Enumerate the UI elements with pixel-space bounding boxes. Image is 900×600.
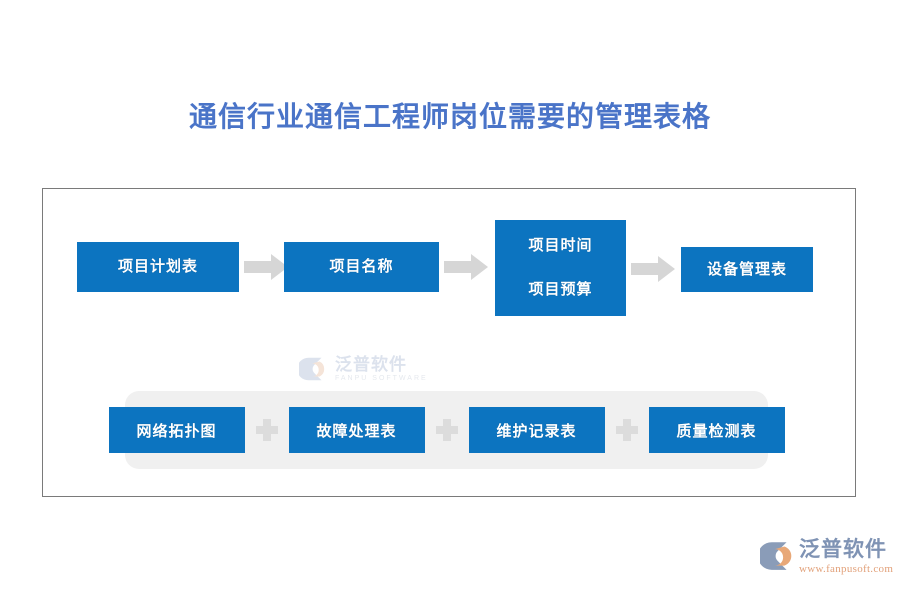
brand-name-cn: 泛普软件 [799, 538, 887, 561]
page-title: 通信行业通信工程师岗位需要的管理表格 [188, 101, 711, 132]
group-node-maintenance-record[interactable]: 维护记录表 [468, 407, 605, 453]
flow-node-equipment-management[interactable]: 设备管理表 [681, 247, 813, 292]
flow-node-label: 项目名称 [329, 258, 394, 275]
group-node-label: 质量检测表 [676, 422, 757, 440]
group-node-label: 维护记录表 [496, 422, 577, 440]
flow-node-label-budget: 项目预算 [528, 281, 593, 298]
brand-logo: 泛普软件 www.fanpusoft.com [757, 537, 894, 589]
watermark-name-cn: 泛普软件 [335, 355, 407, 374]
group-container: 网络拓扑图 故障处理表 维护记录表 质量检测表 [108, 391, 785, 469]
diagram-frame: 项目计划表 项目名称 项目时间 项目预算 设备管理表 泛 [42, 188, 856, 497]
arrow-right-icon [631, 256, 675, 282]
flow-node-project-plan[interactable]: 项目计划表 [77, 242, 239, 292]
group-node-label: 故障处理表 [316, 422, 397, 440]
flow-node-project-name[interactable]: 项目名称 [284, 242, 439, 292]
group-node-network-topology[interactable]: 网络拓扑图 [108, 407, 245, 453]
arrow-right-icon [444, 254, 488, 280]
flow-node-label: 设备管理表 [706, 260, 787, 278]
watermark: 泛普软件 FANPU SOFTWARE [297, 349, 459, 389]
watermark-name-en: FANPU SOFTWARE [335, 375, 428, 382]
flow-node-project-time-budget[interactable]: 项目时间 项目预算 [495, 220, 626, 316]
fanpu-logo-icon [757, 539, 794, 573]
flow-node-label-time: 项目时间 [528, 237, 593, 254]
plus-icon [615, 419, 638, 441]
plus-icon [255, 419, 278, 441]
flow-node-label: 项目计划表 [117, 258, 198, 275]
group-node-quality-inspection[interactable]: 质量检测表 [648, 407, 785, 453]
group-node-label: 网络拓扑图 [136, 422, 217, 440]
brand-url: www.fanpusoft.com [799, 563, 894, 575]
plus-icon [435, 419, 458, 441]
arrow-right-icon [244, 254, 288, 280]
group-node-fault-handling[interactable]: 故障处理表 [288, 407, 425, 453]
fanpu-logo-icon [297, 354, 329, 384]
